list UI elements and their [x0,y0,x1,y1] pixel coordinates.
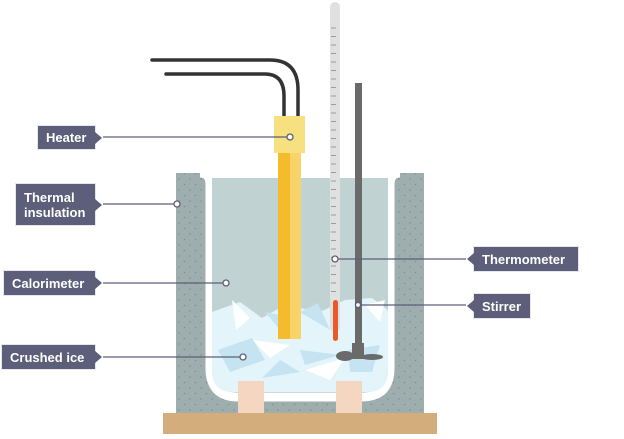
label-stirrer: Stirrer [467,293,531,319]
stirrer [336,83,383,361]
thermal-insulation [176,173,424,413]
foot-right [336,381,362,413]
foot-left [238,381,264,413]
calorimeter-cup [199,168,401,402]
leader-lines [103,133,466,361]
label-thermometer: Thermometer [467,246,579,272]
label-calorimeter: Calorimeter [3,270,102,296]
base-board [163,413,437,434]
label-heater: Heater [37,125,102,150]
label-thermal-insulation: Thermal insulation [15,183,102,226]
thermometer [330,2,340,341]
heater-wires [150,58,300,118]
label-crushed-ice: Crushed ice [1,344,102,370]
heater [274,116,305,339]
